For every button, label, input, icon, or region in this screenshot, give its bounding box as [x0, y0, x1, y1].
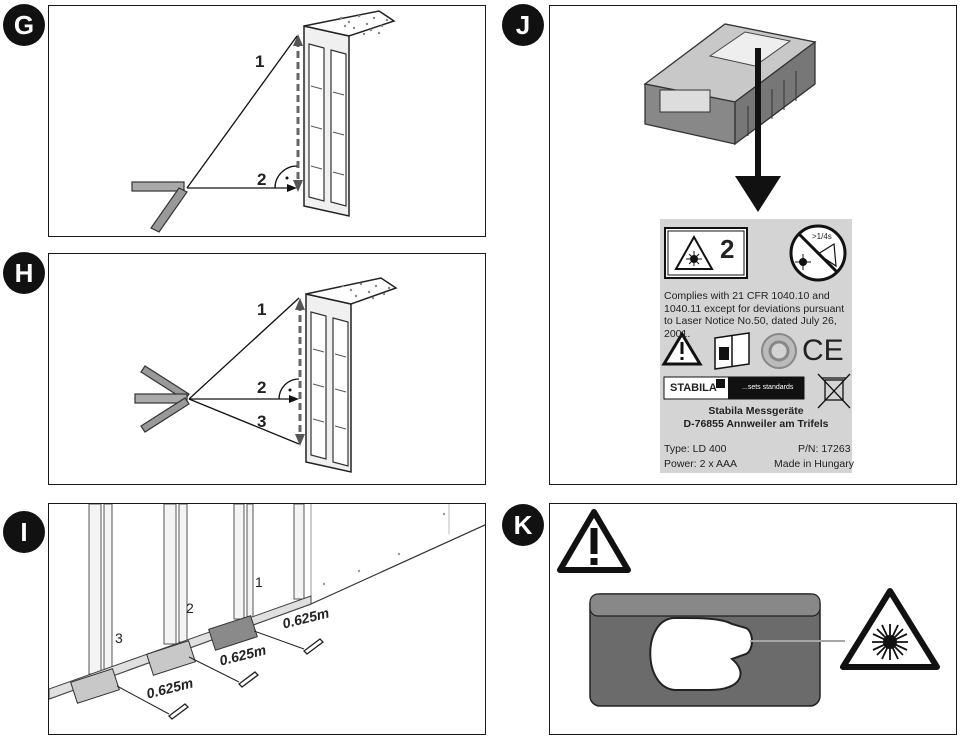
panel-i-illustration: [49, 504, 485, 720]
laser-class-number: 2: [720, 234, 735, 264]
timer-text: >1/4s: [812, 232, 832, 241]
badge-k: K: [502, 504, 544, 546]
panel-g-label-1: 1: [255, 52, 265, 71]
warning-triangle-icon: [557, 509, 631, 573]
panel-h-label-3: 3: [257, 412, 267, 431]
type-text: Type: LD 400: [664, 443, 727, 455]
badge-h: H: [3, 252, 45, 294]
panel-i-stud-label-3: 3: [115, 630, 123, 646]
panel-i-stud-label-1: 1: [255, 574, 263, 590]
panel-h-label-2: 2: [257, 378, 267, 397]
compliance-text: Complies with 21 CFR 1040.10 and 1040.11…: [664, 290, 845, 340]
panel-i-stud-label-2: 2: [186, 600, 194, 616]
slogan-text: ...sets standards: [742, 384, 794, 391]
panel-h: 1 2 3: [48, 253, 486, 485]
product-label-symbols: [661, 224, 851, 409]
badge-i: I: [3, 511, 45, 553]
panel-g-illustration: [131, 10, 396, 233]
panel-g: 1 2: [48, 5, 486, 237]
panel-j: 2 >1/4s Complies with 21 CFR 1040.10 and…: [549, 5, 957, 485]
company-text: Stabila Messgeräte: [708, 405, 804, 417]
panel-k: [549, 503, 957, 735]
brand-text: STABILA: [670, 382, 717, 394]
laser-warning-icon: [840, 588, 940, 670]
badge-j: J: [502, 4, 544, 46]
panel-h-illustration: [134, 277, 398, 473]
panel-i: 1 2 3 0.625m 0.625m 0.625m: [48, 503, 486, 735]
power-text: Power: 2 x AAA: [664, 458, 737, 470]
badge-g: G: [3, 4, 45, 46]
address-text: D-76855 Annweiler am Trifels: [683, 418, 829, 430]
panel-h-label-1: 1: [257, 300, 267, 319]
panel-k-illustration: [557, 509, 940, 707]
made-in-text: Made in Hungary: [774, 458, 854, 470]
ce-mark: CE: [802, 334, 844, 367]
panel-g-label-2: 2: [257, 170, 267, 189]
pn-text: P/N: 17263: [798, 443, 851, 455]
